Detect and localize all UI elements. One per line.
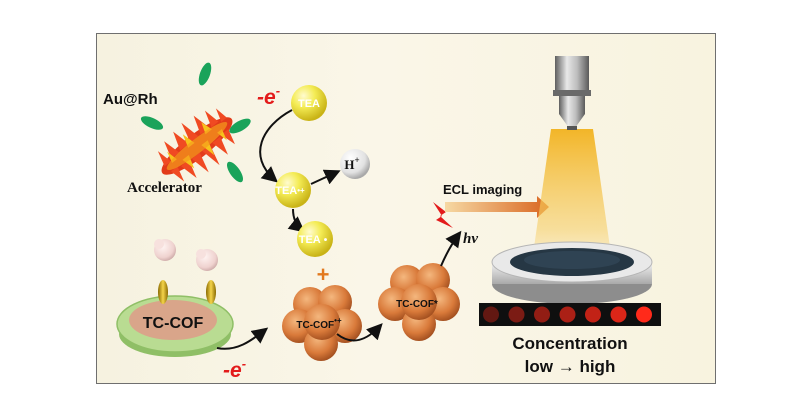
- tc-cof-cation-cluster: TC-COF•+: [282, 285, 362, 361]
- deprotonation-arrow: [310, 169, 341, 185]
- ecl-imaging-label: ECL imaging: [443, 182, 522, 197]
- rod-icon: [206, 280, 216, 304]
- pink-particle-icon: [196, 249, 218, 271]
- svg-text:H+: H+: [344, 155, 359, 172]
- svg-text:TC-COF*: TC-COF*: [396, 299, 438, 310]
- petal-icon: [226, 161, 244, 183]
- ecl-spot: [483, 306, 499, 323]
- petal-icon: [229, 118, 251, 134]
- electron-loss-bottom: -e-: [223, 356, 246, 382]
- svg-text:TC-COF•+: TC-COF•+: [296, 316, 342, 331]
- ecl-spot: [585, 306, 601, 323]
- nanostar-icon: [157, 108, 235, 182]
- excitation-arrow: [336, 323, 383, 342]
- accelerator-label: Accelerator: [127, 180, 202, 196]
- rod-icon: [158, 280, 168, 304]
- svg-text:TEA: TEA: [298, 98, 320, 110]
- hv-label: hv: [463, 231, 478, 247]
- pink-particle-icon: [154, 239, 176, 261]
- ecl-spot: [636, 306, 652, 323]
- diagram-canvas: Au@Rh: [103, 56, 661, 382]
- diagram-frame: Au@Rh: [96, 33, 716, 384]
- tea-molecule: TEA: [291, 85, 327, 121]
- ecl-spot-strip: [479, 303, 661, 326]
- ecl-arrow: [445, 196, 549, 218]
- lightning-icon: [433, 202, 453, 228]
- proton: H+: [340, 149, 370, 179]
- accelerator-group: Au@Rh: [103, 62, 251, 196]
- tea-radical-cation: TEA•+: [275, 172, 311, 208]
- imaging-electrode: [491, 241, 653, 304]
- objective-lens-icon: [553, 56, 591, 130]
- radical-arrow: [287, 208, 306, 233]
- tc-cof-excited-cluster: TC-COF*: [378, 263, 460, 341]
- ecl-spot: [559, 306, 576, 323]
- ecl-spot: [508, 306, 525, 323]
- tc-cof-label: TC-COF: [143, 315, 204, 332]
- tea-radical: TEA•: [297, 221, 333, 257]
- petal-icon: [198, 62, 212, 86]
- electrode-arrow: [216, 327, 269, 350]
- svg-text:TEA•: TEA•: [299, 234, 328, 246]
- petal-icon: [140, 116, 164, 130]
- electron-loss-top: -e-: [257, 83, 280, 109]
- low-high-label: low → high: [525, 357, 616, 376]
- concentration-label: Concentration: [512, 334, 627, 353]
- ecl-spot: [534, 306, 550, 323]
- au-rh-label: Au@Rh: [103, 91, 158, 108]
- ecl-spot: [610, 306, 627, 323]
- oxidation-arrow: [259, 109, 293, 183]
- svg-text:TEA•+: TEA•+: [275, 185, 305, 197]
- emission-arrow: [440, 230, 462, 267]
- tc-cof-electrode: TC-COF: [116, 295, 234, 357]
- plus-sign: +: [317, 262, 330, 287]
